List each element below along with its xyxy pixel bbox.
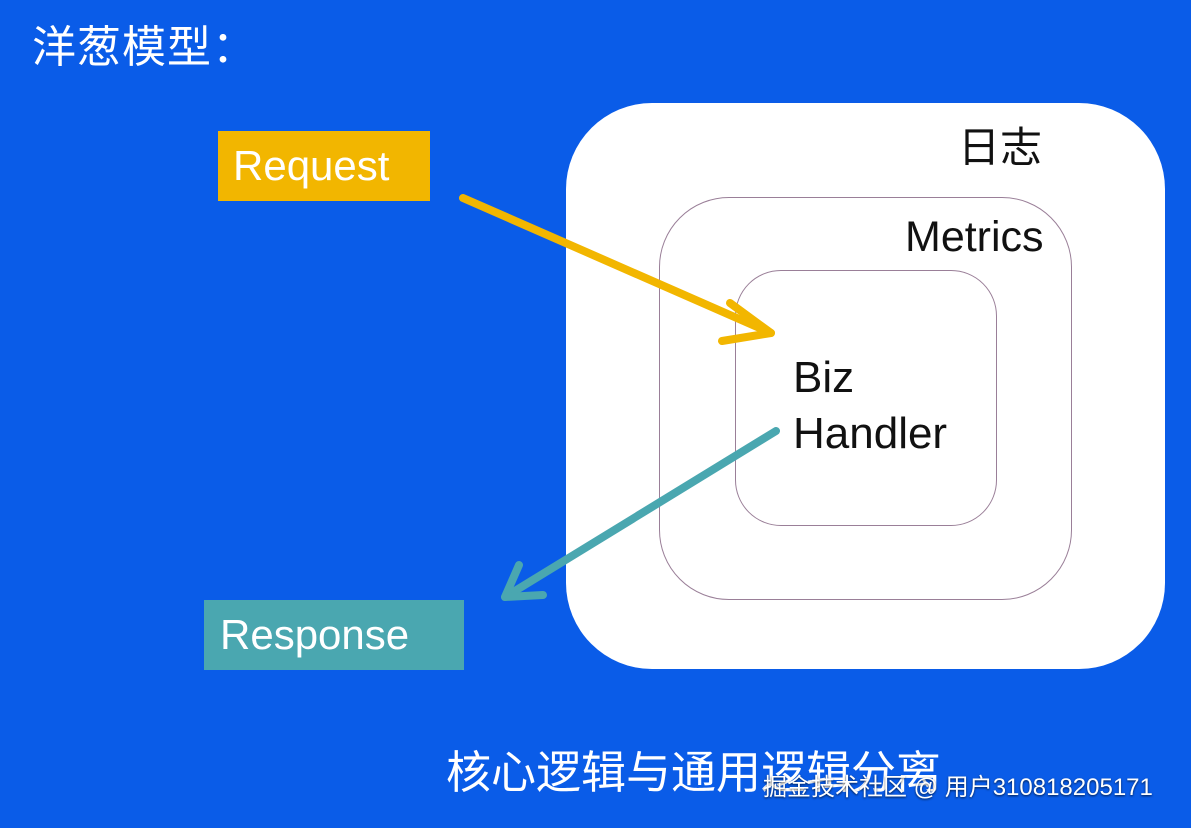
biz-handler-label-line1: Biz: [793, 353, 855, 402]
logging-layer-label: 日志: [958, 124, 1043, 171]
response-box: Response: [204, 600, 464, 670]
slide-title: 洋葱模型：: [32, 23, 257, 72]
biz-handler-label-line2: Handler: [793, 409, 948, 458]
biz-handler-layer: [735, 270, 997, 526]
request-box: Request: [218, 131, 430, 201]
slide-caption: 核心逻辑与通用逻辑分离: [446, 747, 942, 798]
request-arrow: [459, 194, 775, 345]
watermark: 掘金技术社区 @ 用户310818205171: [763, 774, 1153, 801]
biz-handler-label: Biz Handler: [793, 350, 983, 462]
response-arrow: [501, 427, 780, 601]
metrics-layer-label: Metrics: [905, 213, 1044, 261]
